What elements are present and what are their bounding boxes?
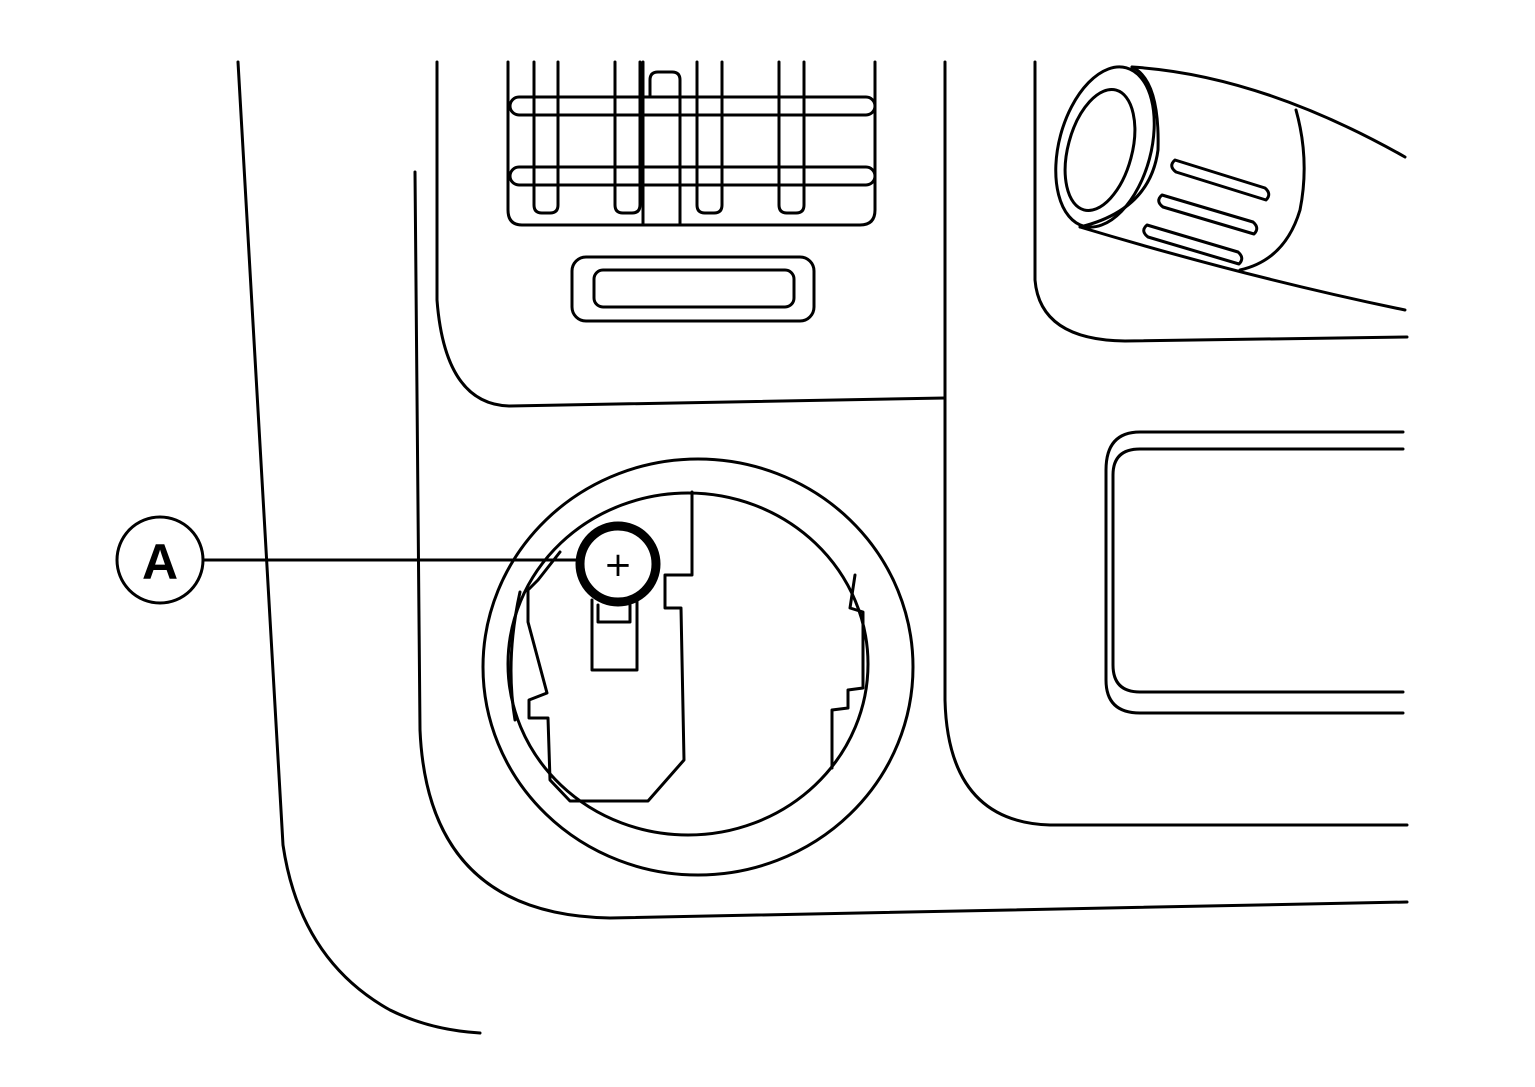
center-divider: [943, 60, 1409, 827]
air-vent: [506, 60, 877, 227]
combination-switch-stalk: [1033, 60, 1409, 343]
lower-panel-edge: [413, 170, 1409, 920]
left-pillar-edge: [236, 60, 482, 1035]
callout-label: A: [142, 534, 178, 590]
terminal-symbol: +: [604, 545, 633, 585]
callout-a: A: [115, 515, 581, 605]
storage-pocket: [1104, 430, 1405, 715]
positive-terminal: +: [575, 521, 661, 607]
center-vent-panel: [435, 60, 947, 408]
power-outlet: [481, 457, 915, 877]
hazard-switch-slot: [570, 255, 816, 323]
